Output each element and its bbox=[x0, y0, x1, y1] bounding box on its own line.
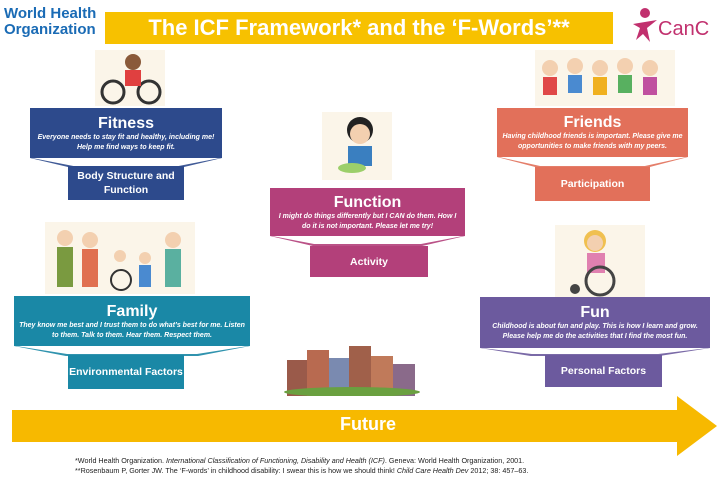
fun-title: Fun bbox=[580, 304, 610, 321]
friends-icf-label: Participation bbox=[535, 167, 650, 201]
child-cycling-image bbox=[95, 50, 165, 106]
child-wheelchair-image bbox=[555, 225, 645, 297]
family-connector bbox=[14, 346, 250, 356]
references: *World Health Organization. Internationa… bbox=[75, 456, 528, 476]
child-eating-image bbox=[322, 112, 392, 180]
fun-card: Fun Childhood is about fun and play. Thi… bbox=[480, 297, 710, 348]
canchild-text: CanC bbox=[658, 18, 710, 40]
friends-connector bbox=[497, 157, 688, 168]
fitness-icf-label: Body Structure and Function bbox=[68, 166, 184, 200]
ref1-publisher: . Geneva: World Health Organization, 200… bbox=[384, 456, 525, 465]
fun-icf-label: Personal Factors bbox=[545, 355, 662, 387]
family-image bbox=[45, 222, 195, 294]
future-arrow bbox=[12, 396, 717, 456]
page-title: The ICF Framework* and the ‘F-Words’** bbox=[105, 12, 613, 44]
reference-2: **Rosenbaum P, Gorter JW. The ‘F-words’ … bbox=[75, 466, 528, 476]
friends-title: Friends bbox=[563, 114, 622, 131]
ref2-author: **Rosenbaum P, Gorter JW. The ‘F-words’ … bbox=[75, 466, 397, 475]
ref1-author: *World Health Organization. bbox=[75, 456, 166, 465]
fitness-title: Fitness bbox=[97, 114, 154, 132]
fun-connector bbox=[480, 348, 710, 356]
children-friends-image bbox=[535, 50, 675, 106]
function-title: Function bbox=[333, 193, 402, 211]
ref2-journal: Child Care Health Dev bbox=[396, 466, 469, 475]
function-description: I might do things differently but I CAN … bbox=[278, 212, 457, 230]
canchild-logo: CanC bbox=[630, 6, 720, 46]
fitness-connector bbox=[30, 158, 222, 168]
family-title: Family bbox=[106, 302, 158, 320]
city-buildings-image bbox=[282, 340, 422, 397]
reference-1: *World Health Organization. Internationa… bbox=[75, 456, 528, 466]
ref2-citation: 2012; 38: 457–63. bbox=[468, 466, 529, 475]
family-icf-label: Environmental Factors bbox=[68, 355, 184, 389]
friends-description: Having childhood friends is important. P… bbox=[502, 133, 683, 150]
canchild-figure-icon bbox=[633, 8, 657, 42]
who-logo: World Health Organization bbox=[4, 6, 96, 38]
function-connector bbox=[270, 236, 465, 246]
ref1-title: International Classification of Function… bbox=[165, 456, 385, 465]
friends-card: Friends Having childhood friends is impo… bbox=[497, 108, 688, 157]
fitness-description: Everyone needs to stay fit and healthy, … bbox=[37, 133, 215, 151]
future-label: Future bbox=[340, 414, 396, 434]
function-card: Function I might do things differently b… bbox=[270, 188, 465, 236]
fitness-card: Fitness Everyone needs to stay fit and h… bbox=[30, 108, 222, 158]
function-icf-label: Activity bbox=[310, 246, 428, 277]
family-description: They know me best and I trust them to do… bbox=[19, 321, 245, 339]
who-logo-line1: World Health bbox=[4, 5, 97, 22]
family-card: Family They know me best and I trust the… bbox=[14, 296, 250, 346]
fun-description: Childhood is about fun and play. This is… bbox=[492, 323, 698, 340]
who-logo-line2: Organization bbox=[4, 21, 96, 38]
